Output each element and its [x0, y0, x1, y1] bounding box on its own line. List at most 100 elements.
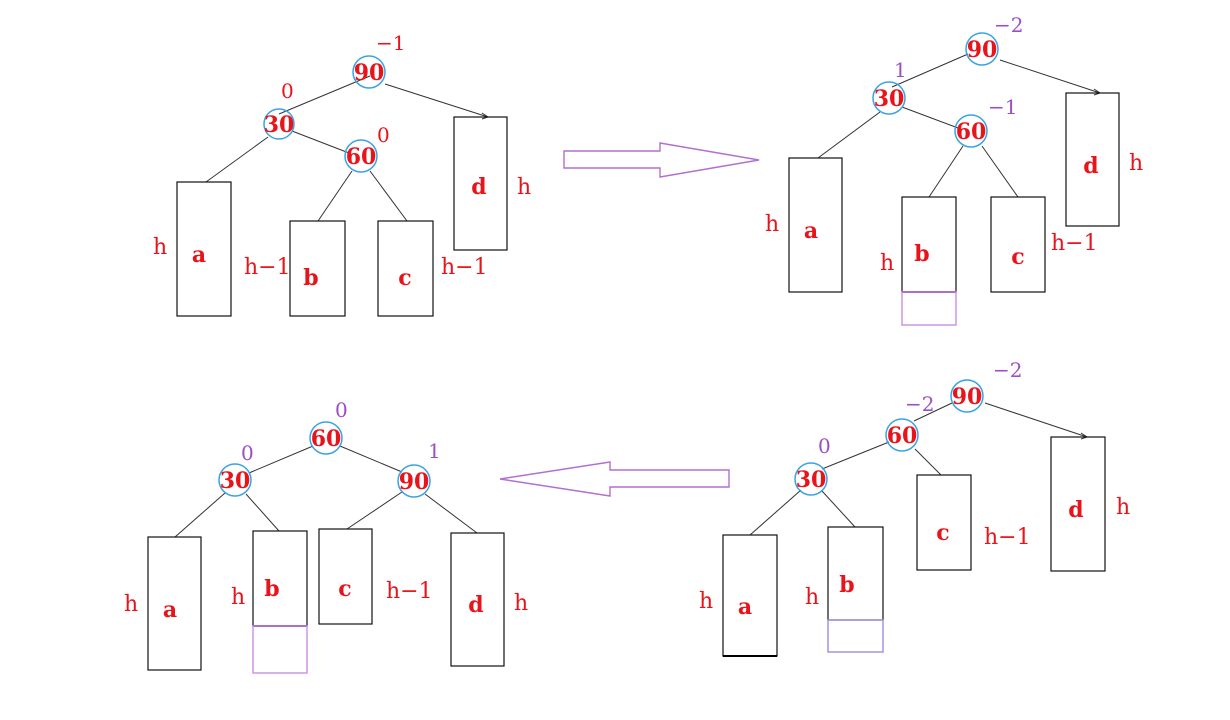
- node-circle-60: [885, 418, 919, 452]
- panel-2-after-insert: 90 30 60 −2 1 −1 a b c d h h h−1 h: [765, 13, 1143, 326]
- edge-30-b: [821, 490, 856, 528]
- edge-60-c: [369, 170, 408, 222]
- subtree-a-box: [147, 536, 202, 671]
- edge-30-60: [901, 106, 959, 129]
- subtree-d-box: [1050, 436, 1106, 572]
- node-circle-90: [950, 379, 984, 413]
- label-a: a: [192, 242, 206, 268]
- balance-factor-90: 1: [428, 439, 441, 463]
- node-30: 30: [874, 86, 905, 112]
- edge-90-60: [913, 402, 953, 422]
- node-90: 90: [399, 469, 430, 495]
- label-b: b: [914, 241, 929, 267]
- balance-factor-30: 1: [894, 58, 907, 82]
- balance-factor-90: −2: [994, 13, 1023, 37]
- subtree-b-box: [289, 220, 346, 317]
- subtree-b-box: [827, 526, 884, 621]
- height-d: h: [514, 591, 528, 616]
- node-30: 30: [220, 468, 251, 494]
- subtree-c-box: [377, 220, 434, 317]
- height-a: h: [153, 235, 167, 260]
- subtree-b-box: [252, 530, 308, 627]
- right-arrow-icon: [563, 142, 760, 178]
- label-d: d: [1068, 497, 1083, 523]
- height-d: h: [1129, 151, 1143, 176]
- subtree-c-box: [990, 196, 1046, 293]
- height-c: h−1: [984, 525, 1031, 550]
- subtree-d-box: [453, 116, 508, 251]
- height-b: h: [231, 585, 245, 610]
- subtree-d-box: [1065, 92, 1120, 227]
- edge-90-30: [891, 53, 969, 88]
- node-30: 30: [264, 112, 295, 138]
- inserted-node-box: [827, 619, 884, 653]
- node-60: 60: [956, 119, 987, 145]
- label-c: c: [398, 265, 411, 291]
- edge-60-c: [981, 145, 1019, 198]
- edge-90-30: [278, 75, 371, 115]
- balance-factor-90: −2: [993, 358, 1022, 382]
- subtree-c-box: [916, 474, 972, 571]
- subtree-a-box: [788, 157, 843, 293]
- edge-90-d: [999, 59, 1101, 94]
- node-90: 90: [354, 60, 385, 86]
- height-b: h: [805, 585, 819, 610]
- balance-factor-60: 0: [377, 123, 390, 147]
- subtree-d-box: [450, 532, 505, 667]
- balance-factor-30: 0: [281, 79, 294, 103]
- height-d: h: [517, 175, 531, 200]
- label-d: d: [468, 592, 483, 618]
- height-c: h−1: [441, 255, 488, 280]
- node-circle-60: [344, 139, 378, 173]
- edge-60-30: [821, 441, 890, 470]
- subtree-a-box: [176, 181, 232, 317]
- left-arrow-icon: [499, 461, 730, 497]
- inserted-node-box: [901, 291, 957, 326]
- height-c: h−1: [1051, 231, 1098, 256]
- node-circle-30: [794, 462, 828, 496]
- label-a: a: [738, 594, 752, 620]
- subtree-c-box: [318, 528, 373, 625]
- label-b: b: [264, 576, 279, 602]
- edge-30-a: [205, 136, 269, 183]
- edge-60-90: [339, 445, 403, 473]
- node-circle-90: [965, 32, 999, 66]
- label-a: a: [804, 218, 818, 244]
- balance-factor-60: −1: [988, 95, 1017, 119]
- edge-90-c: [346, 491, 403, 530]
- height-c: h−1: [386, 579, 433, 604]
- edge-60-30: [248, 445, 314, 474]
- node-circle-30: [872, 81, 906, 115]
- node-90: 90: [967, 37, 998, 63]
- edge-30-b: [245, 493, 280, 532]
- label-b: b: [839, 572, 854, 598]
- balance-factor-60: 0: [335, 398, 348, 422]
- node-circle-60: [954, 114, 988, 148]
- height-a: h: [765, 212, 779, 237]
- node-circle-90: [397, 464, 431, 498]
- label-c: c: [936, 520, 949, 546]
- balance-factor-60: −2: [905, 392, 934, 416]
- edge-90-d: [424, 493, 478, 534]
- label-b: b: [303, 265, 318, 291]
- label-c: c: [338, 576, 351, 602]
- edge-60-b: [317, 170, 353, 222]
- height-a: h: [699, 589, 713, 614]
- balance-factor-90: −1: [376, 31, 405, 55]
- edge-90-d: [384, 83, 489, 118]
- node-90: 90: [952, 384, 983, 410]
- label-c: c: [1011, 244, 1024, 270]
- node-circle-30: [263, 108, 295, 140]
- balance-factor-30: 0: [241, 441, 254, 465]
- node-circle-30: [218, 463, 252, 497]
- edge-30-a: [749, 489, 802, 536]
- inserted-node-box: [252, 625, 308, 674]
- balance-factor-30: 0: [818, 434, 831, 458]
- edge-60-b: [928, 145, 964, 198]
- node-circle-90: [352, 55, 386, 89]
- edge-60-c: [914, 448, 942, 476]
- label-d: d: [471, 174, 486, 200]
- panel-3-after-left-rotation: 90 60 30 −2 −2 0 a b c d h h h−1 h: [699, 358, 1130, 657]
- label-a: a: [163, 597, 177, 623]
